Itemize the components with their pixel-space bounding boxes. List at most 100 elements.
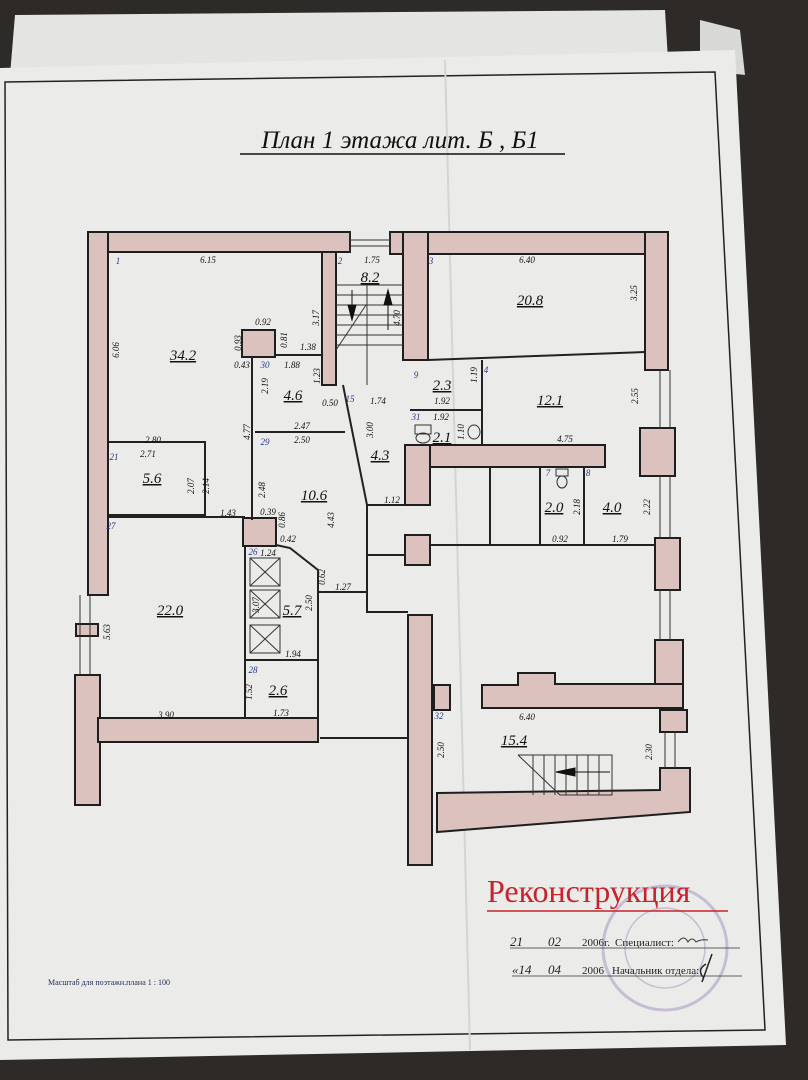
reconstruction-stamp: Реконструкция (487, 873, 691, 909)
dimension-label: 1.79 (612, 534, 628, 544)
room-number: 32 (434, 711, 445, 721)
dimension-label: 1.23 (312, 368, 322, 384)
staircase (517, 754, 613, 796)
wall (481, 672, 684, 709)
dimension-label: 2.50 (436, 742, 446, 758)
room-number: 2 (338, 256, 343, 266)
dimension-label: 1.24 (260, 548, 276, 558)
dimension-label: 3.07 (251, 597, 261, 614)
room-number: 28 (249, 665, 259, 675)
partition (245, 544, 319, 661)
sign1-year: 2006г. (582, 937, 610, 949)
dimension-label: 1.73 (273, 708, 289, 718)
dimension-label: 1.27 (335, 582, 351, 592)
frame-border (4, 71, 766, 1041)
scale-note: Масштаб для поэтажн.плана 1 : 100 (48, 978, 170, 987)
dimension-label: 2.07 (186, 478, 196, 494)
dimension-label: 3.00 (365, 422, 375, 439)
toilet-icon (414, 424, 432, 444)
wall (75, 623, 99, 637)
room-number: 21 (110, 452, 119, 462)
sign2-role: Начальник отдела: (612, 965, 699, 977)
wall (639, 427, 676, 477)
sink-icon (467, 424, 481, 440)
dimension-label: 1.94 (285, 649, 301, 659)
room-number: 7 (546, 468, 551, 478)
dimension-label: 4.43 (326, 512, 336, 528)
room-number: 26 (249, 547, 259, 557)
dimension-label: 0.42 (280, 534, 296, 544)
signature-specialist (677, 937, 709, 943)
dimension-label: 1.12 (384, 495, 400, 505)
dimension-label: 2.48 (257, 482, 267, 498)
dimension-label: 2.47 (294, 421, 310, 431)
room-number: 15 (346, 394, 356, 404)
wall (644, 231, 669, 371)
room-area-label: 2.3 (433, 378, 452, 394)
room-area-label: 4.0 (603, 500, 622, 516)
dimension-label: 3.90 (157, 710, 174, 720)
sign2-year: 2006 (582, 965, 605, 977)
room-number: 30 (260, 360, 271, 370)
wall (402, 231, 429, 361)
dimension-label: 0.62 (317, 569, 327, 585)
dimension-label: 0.93 (233, 335, 243, 351)
dimension-label: 2.50 (304, 595, 314, 611)
room-area-label: 5.7 (283, 603, 303, 619)
dimension-label: 1.10 (456, 424, 466, 440)
room-area-label: 2.6 (269, 683, 288, 699)
room-area-label: 2.1 (433, 430, 452, 446)
room-number: 8 (586, 468, 591, 478)
dimension-label: 0.81 (279, 332, 289, 348)
stair-arrow-icon (555, 767, 610, 777)
sign2-day: «14 (512, 962, 532, 977)
dimension-label: 6.15 (200, 255, 216, 265)
dimension-label: 3.17 (311, 310, 321, 327)
wall (389, 231, 669, 255)
dimension-label: 2.55 (630, 388, 640, 404)
dimension-label: 0.92 (255, 317, 271, 327)
room-number: 27 (107, 521, 117, 531)
dimension-label: 1.92 (433, 412, 449, 422)
dimension-label: 6.40 (519, 712, 535, 722)
stair-arrow-down-icon (347, 290, 357, 322)
dimension-label: 3.25 (629, 285, 639, 302)
paper-fold (444, 59, 471, 1051)
room-area-label: 2.0 (545, 500, 564, 516)
wall (97, 717, 319, 743)
dimension-label: 1.38 (300, 342, 316, 352)
dimension-label: 1.43 (220, 508, 236, 518)
room-area-label: 20.8 (517, 293, 544, 309)
sign1-role: Специалист: (615, 937, 674, 949)
dimension-label: 1.74 (370, 396, 386, 406)
sign1-month: 02 (548, 934, 562, 949)
dimension-label: 2.18 (572, 499, 582, 515)
partition (342, 384, 408, 613)
sign1-day: 21 (510, 934, 523, 949)
dimension-label: 4.70 (392, 310, 402, 326)
partition (108, 441, 206, 516)
dimension-label: 2.14 (201, 478, 211, 494)
wall (321, 251, 337, 386)
wall (433, 684, 451, 711)
wall (404, 534, 431, 566)
dimension-label: 0.39 (260, 507, 276, 517)
windows (79, 370, 676, 768)
elevator-shafts (249, 557, 281, 654)
room-number: 4 (484, 365, 489, 375)
room-area-label: 12.1 (537, 393, 563, 409)
wall (87, 231, 109, 596)
staircase (335, 232, 403, 385)
dimension-label: 4.77 (242, 424, 252, 440)
sign2-month: 04 (548, 962, 562, 977)
room-area-label: 8.2 (361, 270, 380, 286)
dimension-label: 2.71 (140, 449, 156, 459)
wall (659, 709, 688, 733)
room-area-label: 4.3 (371, 448, 390, 464)
signature-head (699, 953, 713, 983)
room-area-label: 5.6 (143, 471, 162, 487)
dimension-label: 2.80 (145, 435, 161, 445)
dimension-label: 2.22 (642, 499, 652, 515)
wall (654, 537, 681, 591)
